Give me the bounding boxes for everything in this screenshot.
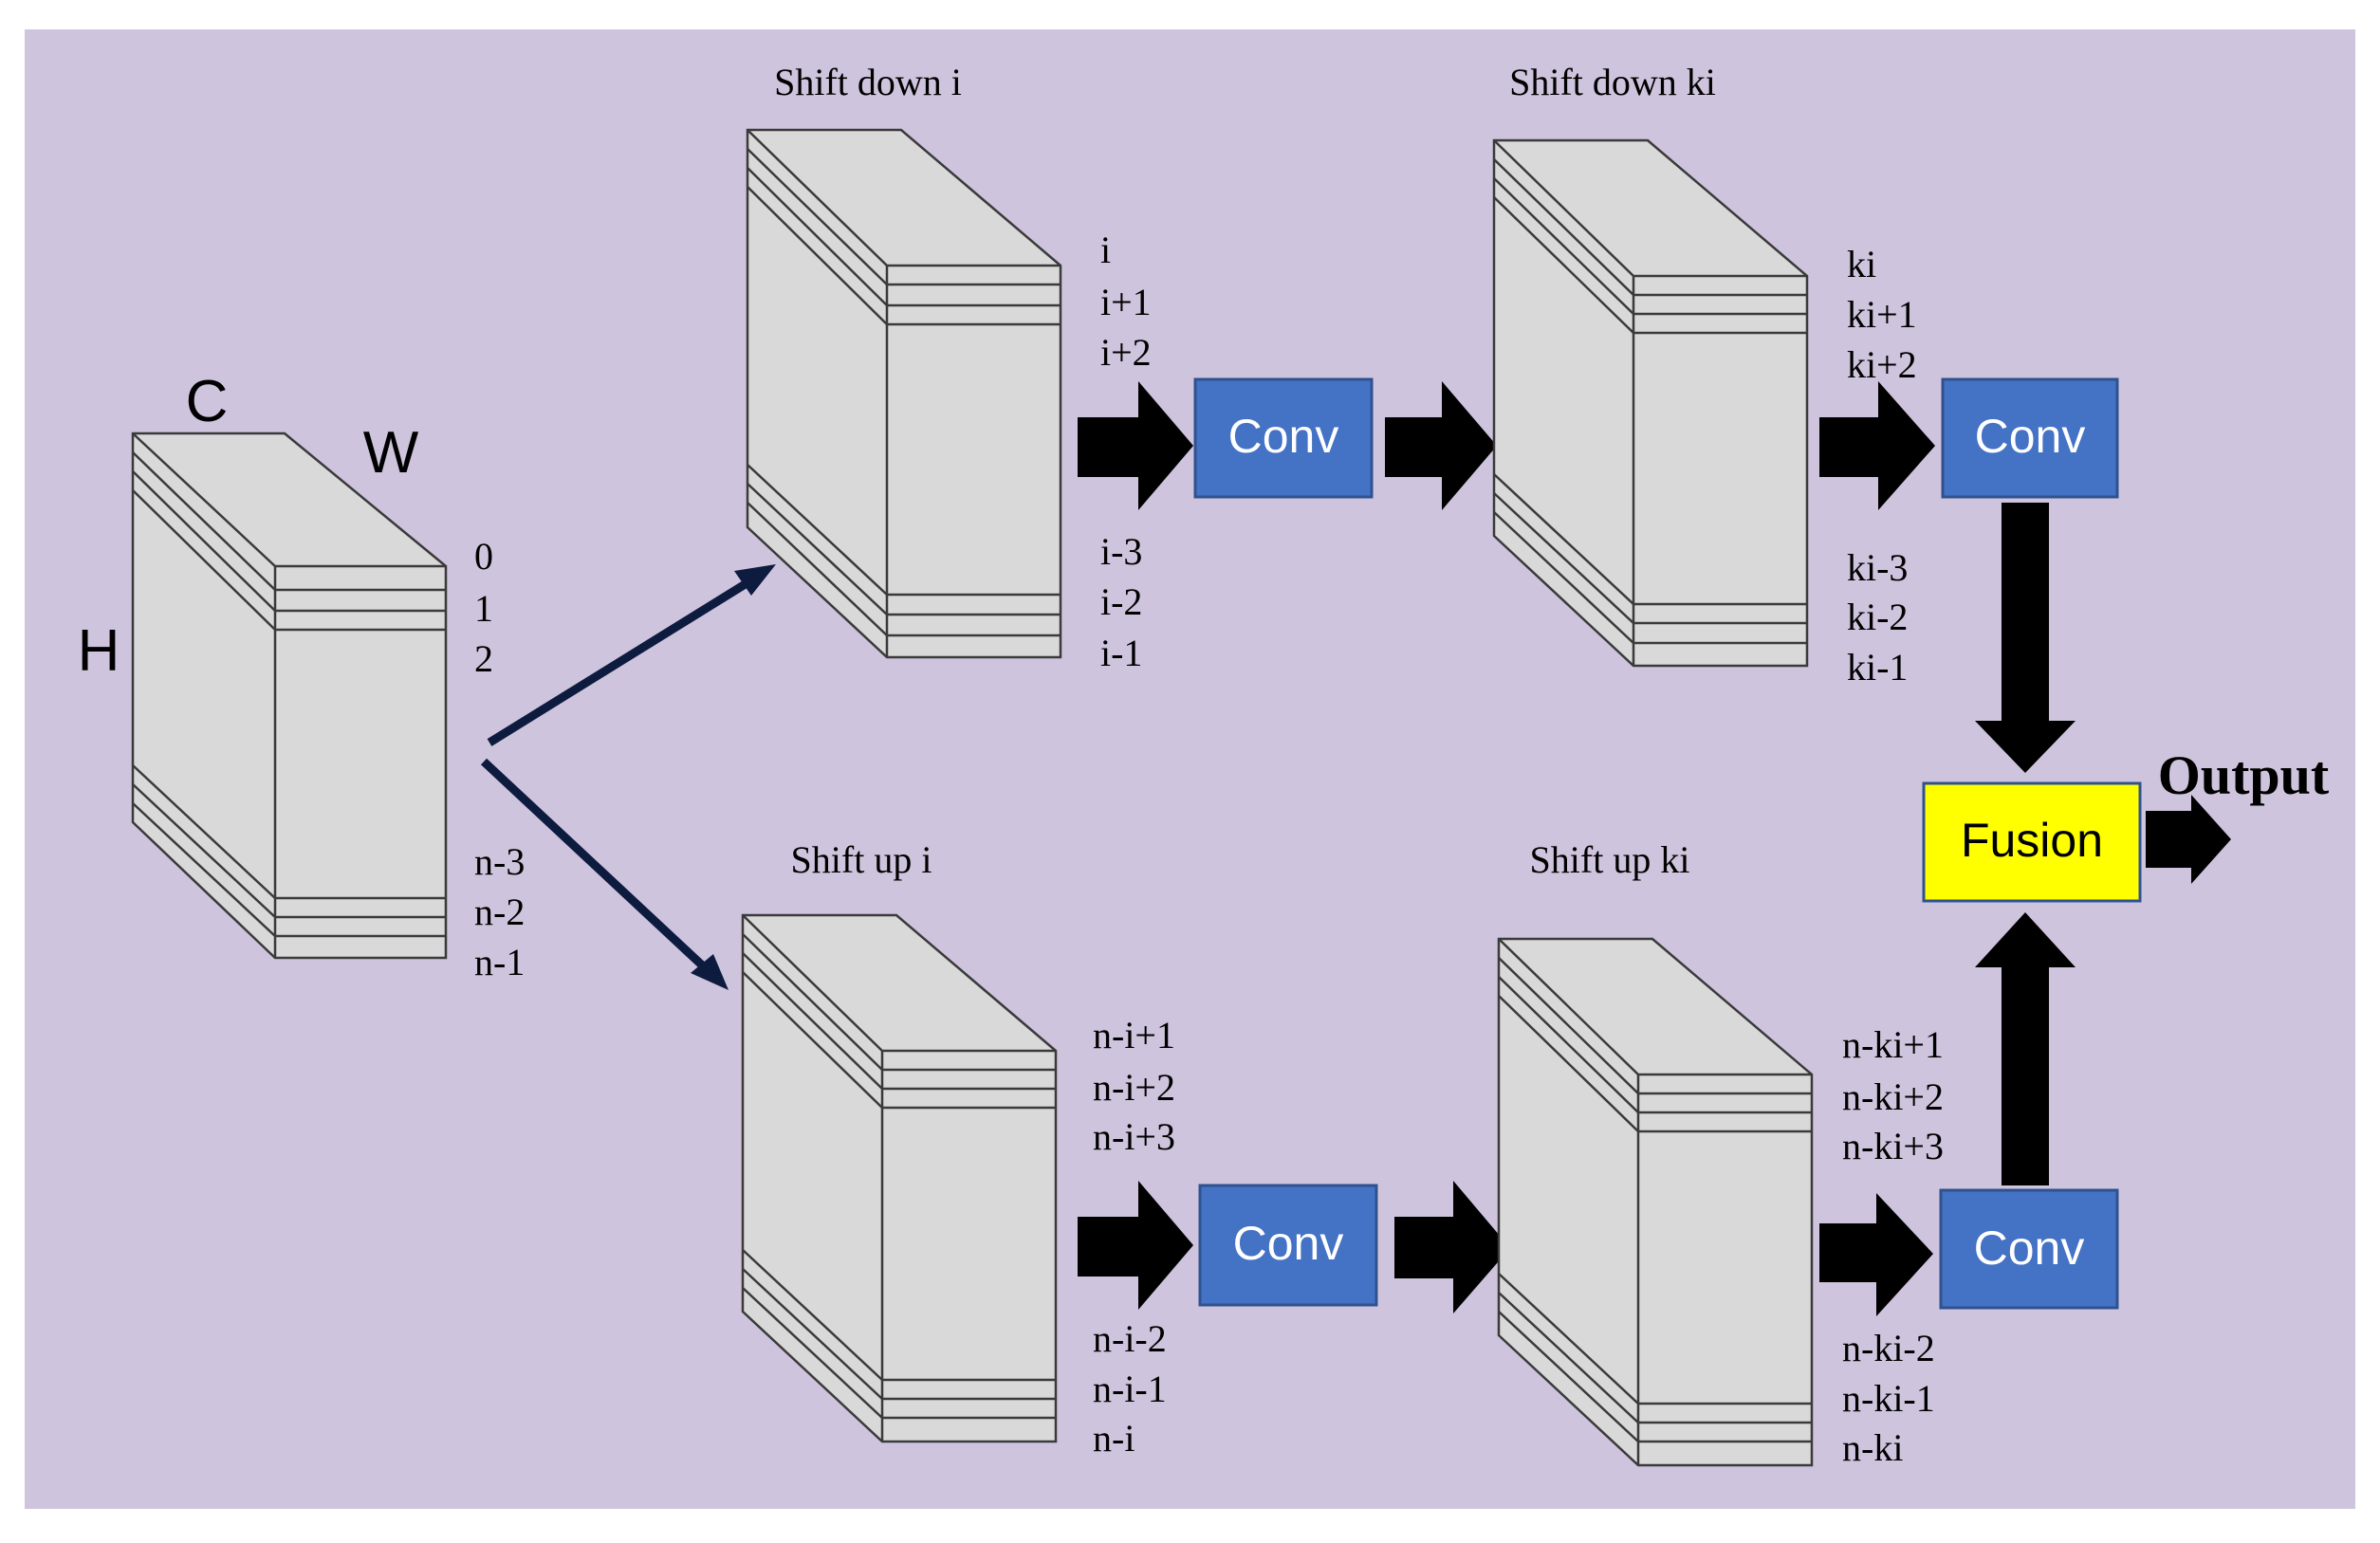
fusion-label: Fusion [1961,814,2103,867]
shift-up-i-row-label: n-i [1093,1417,1135,1460]
shift-down-ki-row-label: ki-3 [1847,546,1908,589]
arrow-icon [1819,381,1935,510]
shift-down-ki-title: Shift down ki [1509,61,1716,103]
conv-label: Conv [1974,1222,2085,1275]
shift-down-ki-row-label: ki-2 [1847,596,1908,638]
shift-down-ki-row-label: ki+2 [1847,343,1917,386]
shift-up-ki-row-label: n-ki [1842,1426,1903,1469]
shift-up-i-row-label: n-i+1 [1093,1014,1175,1056]
shift-up-i-row-label: n-i-2 [1093,1317,1167,1360]
conv-label: Conv [1228,410,1339,463]
conv-box-top-2: Conv [1941,377,2119,499]
fusion-box: Fusion [1922,781,2142,903]
shift-up-ki-row-label: n-ki+3 [1842,1125,1944,1167]
shift-up-ki-row-label: n-ki+2 [1842,1075,1944,1118]
shift-down-i-row-label: i-2 [1100,580,1142,623]
arrow-up-icon [1975,912,2076,1185]
conv-box-bottom-1: Conv [1198,1184,1378,1307]
shift-down-ki-row-label: ki [1847,243,1876,285]
arrow-icon [1078,1181,1193,1310]
conv-label: Conv [1233,1217,1344,1270]
arrow-icon [2146,795,2231,884]
shift-up-ki-title: Shift up ki [1530,838,1690,881]
shift-up-i-row-label: n-i+2 [1093,1066,1175,1109]
shift-up-i-title: Shift up i [791,838,932,881]
input-row-label: 2 [474,637,493,680]
conv-box-bottom-2: Conv [1939,1188,2119,1310]
input-row-label: n-2 [474,891,525,933]
input-row-label: 0 [474,535,493,578]
arrow-down-icon [1975,503,2076,773]
shift-down-i-title: Shift down i [774,61,962,103]
shift-up-i-row-label: n-i-1 [1093,1368,1167,1410]
dim-c-label: C [186,369,229,434]
shift-up-i-block [741,913,1058,1443]
input-row-label: 1 [474,587,493,630]
shift-up-ki-row-label: n-ki+1 [1842,1023,1944,1066]
arrow-icon [1819,1193,1933,1316]
shift-up-ki-block [1497,937,1814,1467]
shift-down-i-row-label: i-3 [1100,530,1142,573]
shift-up-ki-row-label: n-ki-1 [1842,1377,1935,1420]
arrow-icon [1394,1181,1510,1313]
shift-down-ki-row-label: ki-1 [1847,646,1908,689]
shift-down-i-block [746,128,1062,659]
shift-down-ki-block [1492,138,1809,668]
shift-down-i-row-label: i+1 [1100,281,1152,323]
shift-up-ki-row-label: n-ki-2 [1842,1327,1935,1369]
split-arrow-up [487,564,776,746]
input-block-outline [131,432,448,960]
input-block-slices [132,451,446,938]
split-arrow-down [480,758,729,990]
arrow-icon [1385,381,1497,510]
conv-box-top-1: Conv [1193,377,1374,499]
shift-down-i-row-label: i-1 [1100,632,1142,674]
shift-down-ki-row-label: ki+1 [1847,293,1917,336]
input-row-label: n-3 [474,840,525,883]
dim-w-label: W [363,420,419,486]
shift-down-i-row-label: i+2 [1100,331,1152,374]
input-block [131,432,448,960]
conv-label: Conv [1975,410,2086,463]
dim-h-label: H [78,618,120,684]
input-row-label: n-1 [474,941,525,983]
shift-down-i-row-label: i [1100,229,1111,271]
shift-up-i-row-label: n-i+3 [1093,1115,1175,1158]
output-label: Output [2158,744,2330,806]
arrow-icon [1078,381,1193,510]
